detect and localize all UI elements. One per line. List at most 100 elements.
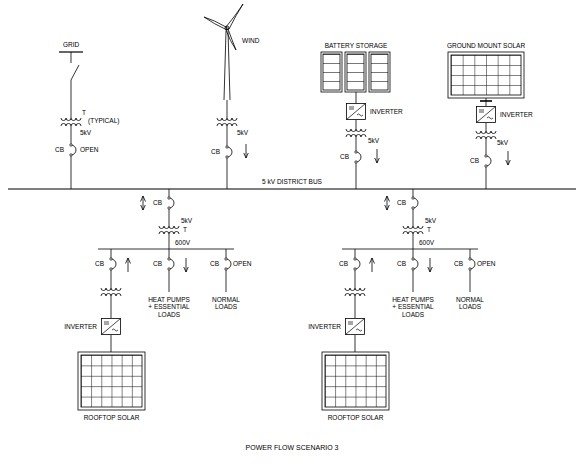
annotation-label: CB [153,260,162,267]
annotation-label: 5kV [425,217,436,224]
inverter-box: INVERTER [476,106,496,123]
annotation-label: 5kV [181,217,192,224]
breaker-symbol [70,144,77,156]
annotation-label: T [82,109,86,116]
annotation-label: 5 kV DISTRICT BUS [262,178,322,185]
inverter-symbol [346,319,365,335]
flow-arrow [186,258,187,272]
connector-wire [356,92,357,103]
annotation-label: HEAT PUMPS + ESSENTIAL LOADS [390,296,436,318]
node-label: INVERTER [308,323,341,330]
battery-module [369,52,390,92]
breaker-symbol [226,146,233,158]
breaker-symbol [110,258,117,270]
annotation-label: CB [95,260,104,267]
flow-arrow [128,258,129,272]
transformer-symbol [345,129,367,137]
annotation-label: NORMAL LOADS [453,296,487,311]
annotation-label: CB [211,148,220,155]
grid-feeder [59,52,83,189]
solar-cells [81,355,142,407]
flow-arrow [430,258,431,272]
connector-wire [111,335,112,352]
node-label: BATTERY STORAGE [325,42,388,49]
annotation-label: CB [153,199,162,206]
battery-feeder [321,52,390,189]
annotation-label: 600V [175,239,190,246]
flow-arrow [387,196,388,210]
battery-module [321,52,342,92]
low-voltage-bus [342,249,478,250]
annotation-label: HEAT PUMPS + ESSENTIAL LOADS [146,296,192,318]
solar-panel: ROOFTOP SOLAR [322,352,389,410]
transformer-symbol [475,131,497,139]
annotation-label: OPEN [477,260,495,267]
annotation-label: 5kV [497,139,508,146]
node-label: INVERTER [64,323,97,330]
annotation-label: 600V [419,239,434,246]
transformer-symbol [402,226,424,234]
flow-arrow [508,151,509,165]
breaker-symbol [168,258,175,270]
breaker-symbol [412,197,419,209]
annotation-label: OPEN [80,146,98,153]
node-label: INVERTER [500,111,533,118]
solar-cells [451,55,521,95]
battery-module [345,52,366,92]
solar-panel-frame [322,352,389,410]
breaker-symbol [412,258,419,270]
transformer-symbol [216,118,238,126]
caption-text: POWER FLOW SCENARIO 3 [246,444,339,451]
inverter-box: INVERTER [345,318,365,335]
ground-solar-feeder [448,52,524,189]
breaker-symbol [485,155,492,167]
solar-cells [325,355,386,407]
annotation-label: CB [340,153,349,160]
connector-wire [355,335,356,352]
turbine-blade [226,4,243,29]
annotation-label: NORMAL LOADS [209,296,243,311]
wire [71,80,72,189]
annotation-label: (TYPICAL) [88,117,119,124]
transformer-symbol [344,288,366,296]
inverter-symbol [477,107,496,123]
inverter-box: INVERTER [346,103,366,120]
turbine-blade [226,29,236,50]
annotation-label: CB [397,199,406,206]
solar-panel-frame [78,352,145,410]
annotation-label: T [183,226,187,233]
annotation-label: T [427,226,431,233]
annotation-label: CB [55,146,64,153]
transformer-symbol [60,118,82,126]
annotation-label: CB [210,260,219,267]
flow-arrow [377,149,378,163]
breaker-symbol [354,258,361,270]
wire [227,100,228,189]
annotation-label: CB [454,260,463,267]
transformer-symbol [158,226,180,234]
annotation-label: CB [470,157,479,164]
annotation-label: CB [397,260,406,267]
battery-cells [347,54,364,90]
breaker-symbol [355,151,362,163]
node-label: ROOFTOP SOLAR [328,414,384,421]
breaker-symbol [168,197,175,209]
inverter-symbol [347,104,366,120]
annotation-label: 5kV [237,129,248,136]
node-label: GROUND MOUNT SOLAR [447,42,525,49]
district-bus [8,188,576,189]
right-building [322,189,478,410]
annotation-label: WIND [242,37,259,44]
breaker-symbol [469,258,476,270]
turbine-tower [224,31,230,100]
breaker-symbol [225,258,232,270]
annotation-label: CB [339,260,348,267]
battery-cells [371,54,388,90]
annotation-label: 5kV [80,129,91,136]
solar-panel: GROUND MOUNT SOLAR [448,52,524,98]
wire [71,52,72,63]
